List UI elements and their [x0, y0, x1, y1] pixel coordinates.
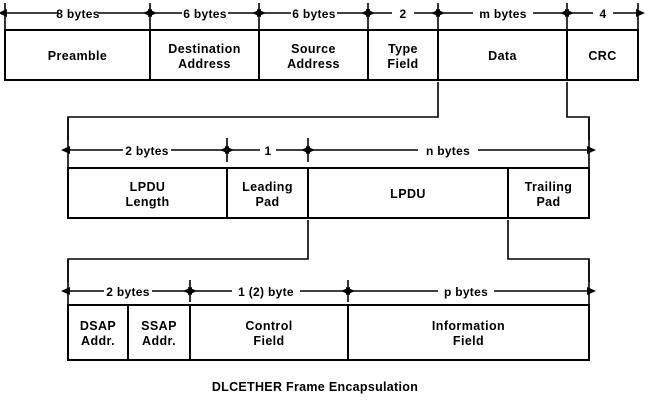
connector-data-to-lpdu — [67, 82, 590, 140]
llc-dimension-arrows: 2 bytes 1 (2) byte p bytes — [61, 260, 596, 305]
lpdu-dimension-arrows: 2 bytes 1 n bytes — [61, 118, 596, 168]
frame-cell-label-information-field-line2: Field — [453, 334, 484, 348]
frame-cell-label-dsap-addr-line1: DSAP — [80, 319, 116, 333]
frame-cell-label-crc: CRC — [588, 49, 616, 63]
dimension-label-data: m bytes — [479, 7, 526, 21]
frame-cell-label-preamble: Preamble — [48, 49, 107, 63]
frame-cell-label-ssap-addr-line1: SSAP — [141, 319, 177, 333]
frame-cell-label-destination-address-line1: Destination — [168, 42, 240, 56]
frame-cell-information-field — [347, 304, 590, 361]
dimension-label-lpdu-length: 2 bytes — [125, 144, 168, 158]
connector-lpdu-to-llc — [67, 220, 590, 282]
ethernet-frame-row: Preamble Destination Address Source Addr… — [4, 29, 639, 81]
dimension-label-crc: 4 — [600, 7, 607, 21]
frame-cell-label-control-field-line1: Control — [245, 319, 292, 333]
frame-cell-label-destination-address-line2: Address — [178, 57, 231, 71]
dimension-label-lpdu: n bytes — [426, 144, 470, 158]
frame-cell-label-source-address-line1: Source — [291, 42, 336, 56]
frame-cell-destination-address — [149, 29, 260, 81]
frame-cell-label-ssap-addr-line2: Addr. — [142, 334, 176, 348]
frame-cell-label-trailing-pad-line1: Trailing — [525, 180, 573, 194]
frame-cell-type-field — [367, 29, 439, 81]
dimension-label-type-field: 2 — [400, 7, 407, 21]
frame-cell-lpdu — [307, 167, 509, 219]
dimension-label-control-field: 1 (2) byte — [238, 285, 294, 299]
frame-cell-crc — [566, 29, 639, 81]
dimension-label-source-address: 6 bytes — [292, 7, 335, 21]
frame-cell-label-control-field-line2: Field — [253, 334, 284, 348]
frame-cell-label-type-field-line2: Field — [387, 57, 418, 71]
frame-cell-label-lpdu-length-line2: Length — [125, 195, 169, 209]
frame-cell-source-address — [258, 29, 369, 81]
dimension-label-information-field: p bytes — [444, 285, 488, 299]
frame-cell-lpdu-length — [67, 167, 228, 219]
frame-cell-label-leading-pad-line1: Leading — [242, 180, 293, 194]
frame-cell-label-lpdu-length-line1: LPDU — [130, 180, 166, 194]
frame-cell-label-information-field-line1: Information — [432, 319, 505, 333]
diagram-caption: DLCETHER Frame Encapsulation — [212, 380, 418, 394]
dimension-label-sap-addresses: 2 bytes — [106, 285, 149, 299]
lpdu-frame-row: LPDU Length Leading Pad LPDU Trailing Pa… — [67, 167, 590, 219]
dimension-label-leading-pad: 1 — [265, 144, 272, 158]
frame-cell-label-leading-pad-line2: Pad — [255, 195, 279, 209]
frame-cell-dsap-addr — [67, 304, 129, 361]
frame-cell-label-type-field-line1: Type — [388, 42, 418, 56]
dimension-label-preamble: 8 bytes — [56, 7, 99, 21]
dimension-label-destination-address: 6 bytes — [183, 7, 226, 21]
frame-cell-label-dsap-addr-line2: Addr. — [81, 334, 115, 348]
frame-cell-label-lpdu: LPDU — [390, 187, 426, 201]
frame-cell-label-data: Data — [488, 49, 517, 63]
frame-cell-preamble — [4, 29, 151, 81]
frame-cell-label-source-address-line2: Address — [287, 57, 340, 71]
frame-cell-control-field — [189, 304, 349, 361]
frame-cell-trailing-pad — [507, 167, 590, 219]
ethernet-dimension-arrows: 8 bytes 6 bytes 6 bytes 2 m bytes 4 — [0, 3, 645, 30]
llc-frame-row: DSAP Addr. SSAP Addr. Control Field Info… — [67, 304, 590, 361]
frame-cell-data — [437, 29, 568, 81]
frame-cell-label-trailing-pad-line2: Pad — [536, 195, 560, 209]
